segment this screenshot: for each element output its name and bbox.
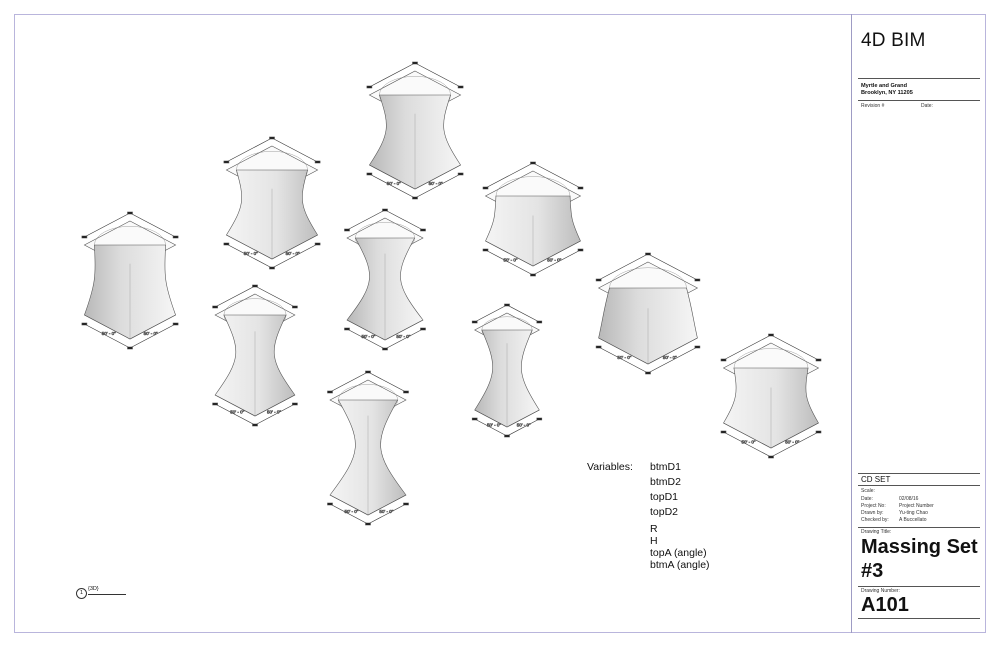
meta-value: 02/08/16 [899,496,919,502]
dimension-text: 50' - 0" [102,331,116,336]
meta-value: Yu-ting Chao [899,510,928,516]
meta-key: Project No: [861,503,886,509]
massing-object: 50' - 0" 50' - 0" [344,208,426,351]
variable-item: R [650,523,658,535]
variable-item: btmD1 [650,461,681,473]
set-name: CD SET [861,475,891,484]
title-block: 4D BIM Myrtle and Grand Brooklyn, NY 112… [851,14,986,633]
revision-date-label: Date: [921,103,933,109]
massing-object: 50' - 0" 50' - 0" [81,211,179,350]
variable-item: topA (angle) [650,547,707,559]
meta-key: Drawn by: [861,510,884,516]
address-line-2: Brooklyn, NY 11205 [861,90,913,96]
dimension-text: 50' - 0" [785,440,799,445]
drawing-number-label: Drawing Number: [861,588,900,594]
drawing-title-line-2: #3 [861,560,884,582]
massing-object: 50' - 0" 50' - 0" [366,61,464,200]
variables-list: btmD1 btmD2 topD1 topD2 R H topA (angle)… [650,461,710,571]
massing-object: 50' - 0" 50' - 0" [471,303,543,438]
dimension-text: 50' - 0" [547,258,561,263]
meta-value: A Buccellato [899,517,927,523]
divider [858,485,980,486]
dimension-text: 50' - 0" [387,181,401,186]
variable-item: topD2 [650,506,679,518]
dimension-text: 50' - 0" [517,423,531,428]
dimension-text: 50' - 0" [487,423,501,428]
meta-key: Checked by: [861,517,889,523]
variable-item: btmA (angle) [650,559,710,571]
meta-key: Scale: [861,488,875,494]
dimension-text: 50' - 0" [267,410,281,415]
dimension-text: 50' - 0" [429,181,443,186]
dimension-text: 50' - 0" [361,334,375,339]
view-underline [88,594,126,595]
dimension-text: 50' - 0" [504,258,518,263]
massing-object: 50' - 0" 50' - 0" [327,370,409,526]
meta-value: Project Number [899,503,934,509]
drawing-number: A101 [861,594,909,616]
massing-drawing: 50' - 0"50' - 0"50' - 0"50' - 0"50' - 0"… [81,61,822,526]
dimension-text: 50' - 0" [230,410,244,415]
massing-object: 50' - 0" 50' - 0" [482,161,584,277]
dimension-text: 50' - 0" [379,509,393,514]
dimension-text: 50' - 0" [144,331,158,336]
divider [858,473,980,474]
divider [858,586,980,587]
dimension-text: 50' - 0" [742,440,756,445]
massing-object: 50' - 0" 50' - 0" [720,333,822,459]
address-line-1: Myrtle and Grand [861,83,908,89]
sheet-border [14,14,986,633]
dimension-text: 50' - 0" [344,509,358,514]
massing-object: 50' - 0" 50' - 0" [212,284,298,427]
meta-key: Date: [861,496,873,502]
variables-label: Variables: [587,461,633,473]
divider [858,78,980,79]
drawing-title-label: Drawing Title: [861,529,892,535]
dimension-text: 50' - 0" [396,334,410,339]
massing-object: 50' - 0" 50' - 0" [223,136,321,270]
dimension-text: 50' - 0" [663,355,677,360]
firm-name: 4D BIM [861,30,926,51]
variable-item: H [650,535,658,547]
dimension-text: 50' - 0" [244,251,258,256]
divider [858,618,980,619]
divider [858,100,980,101]
drawing-title: Massing Set [861,536,978,558]
variable-item: btmD2 [650,476,681,488]
dimension-text: 50' - 0" [286,251,300,256]
revision-label: Revision # [861,103,885,109]
view-name: {3D} [88,586,99,592]
divider [858,527,980,528]
dimension-text: 50' - 0" [617,355,631,360]
view-number: 1 [76,588,87,599]
massing-object: 50' - 0" 50' - 0" [595,252,701,375]
variable-item: topD1 [650,491,679,503]
